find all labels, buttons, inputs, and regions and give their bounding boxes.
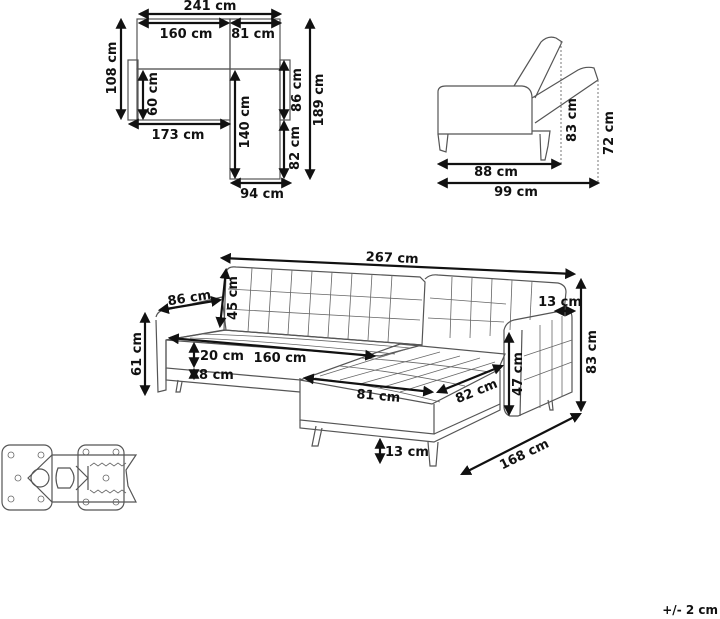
label-base-thickness: 8 cm [199,368,234,383]
label-chaise-end-width: 94 cm [240,187,284,202]
label-chaise-width: 81 cm [356,387,401,406]
label-sofa-width: 160 cm [160,27,213,42]
label-left-depth: 108 cm [105,42,120,95]
label-total-width: 241 cm [184,0,237,14]
label-seat-depth: 60 cm [146,72,161,116]
perspective-view: 267 cm 86 cm 45 cm 61 cm 20 cm 160 cm 8 … [130,250,600,475]
label-total-depth: 189 cm [312,74,327,127]
label-right-arm-height: 47 cm [511,352,526,396]
label-seat-width: 160 cm [254,351,307,366]
label-chaise-width: 81 cm [231,27,275,42]
label-arm-height: 61 cm [130,332,145,376]
label-side-depth-reclined: 99 cm [494,185,538,200]
top-view: 241 cm 160 cm 81 cm 108 cm 60 cm 173 cm … [105,0,327,202]
label-arm-depth: 86 cm [167,288,213,310]
label-total-height: 83 cm [585,330,600,374]
label-arm-width: 13 cm [538,295,582,310]
label-total-length: 267 cm [365,250,419,267]
label-chaise-ext: 82 cm [288,126,303,170]
label-back-height: 45 cm [226,276,241,320]
label-side-depth: 88 cm [474,165,518,180]
label-armrest-length: 86 cm [290,68,305,112]
mechanism-detail [1,444,138,511]
tolerance-note: +/- 2 cm [662,603,718,617]
label-base-length: 173 cm [152,128,205,143]
label-side-height-reclined: 72 cm [602,111,617,155]
label-side-height: 83 cm [565,98,580,142]
side-view: 88 cm 99 cm 83 cm 72 cm [436,36,617,200]
label-chaise-length: 140 cm [238,96,253,149]
label-leg-height: 13 cm [385,445,429,460]
label-seat-thickness: 20 cm [200,349,244,364]
